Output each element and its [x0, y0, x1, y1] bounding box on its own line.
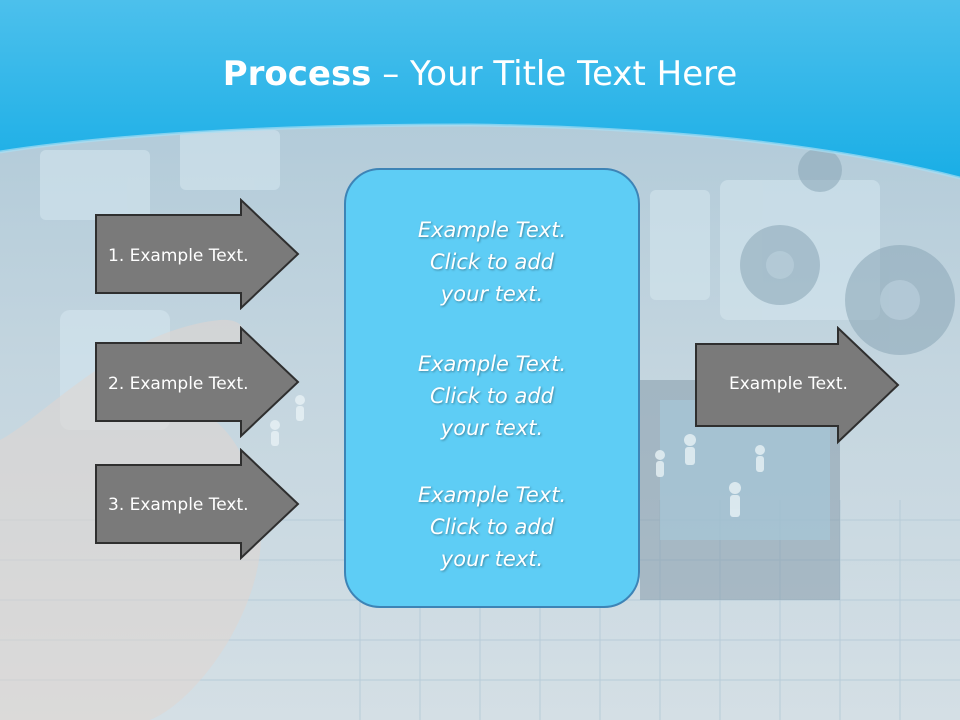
title-rest-text: – Your Title Text Here — [371, 54, 738, 94]
center-line: Click to add — [429, 384, 554, 408]
center-text-block-2: Example Text. Click to add your text. — [346, 348, 638, 444]
step-label-1: 1. Example Text. — [108, 246, 249, 266]
center-line: your text. — [440, 416, 544, 440]
step-arrow-2 — [95, 326, 300, 438]
center-text-block-3: Example Text. Click to add your text. — [346, 479, 638, 575]
output-arrow — [695, 326, 900, 445]
step-arrow-1 — [95, 198, 300, 310]
output-label: Example Text. — [729, 374, 848, 394]
center-line: Example Text. — [417, 483, 567, 507]
center-line: Example Text. — [417, 352, 567, 376]
center-line: Example Text. — [417, 218, 567, 242]
center-text-block-1: Example Text. Click to add your text. — [346, 214, 638, 310]
center-line: your text. — [440, 282, 544, 306]
slide-title: Process – Your Title Text Here — [0, 52, 960, 96]
step-label-3: 3. Example Text. — [108, 495, 249, 515]
center-line: Click to add — [429, 250, 554, 274]
title-bold-text: Process — [222, 54, 372, 94]
step-arrow-3 — [95, 448, 300, 560]
step-label-2: 2. Example Text. — [108, 374, 249, 394]
center-line: Click to add — [429, 515, 554, 539]
center-process-box: Example Text. Click to add your text. Ex… — [344, 168, 640, 608]
center-line: your text. — [440, 547, 544, 571]
